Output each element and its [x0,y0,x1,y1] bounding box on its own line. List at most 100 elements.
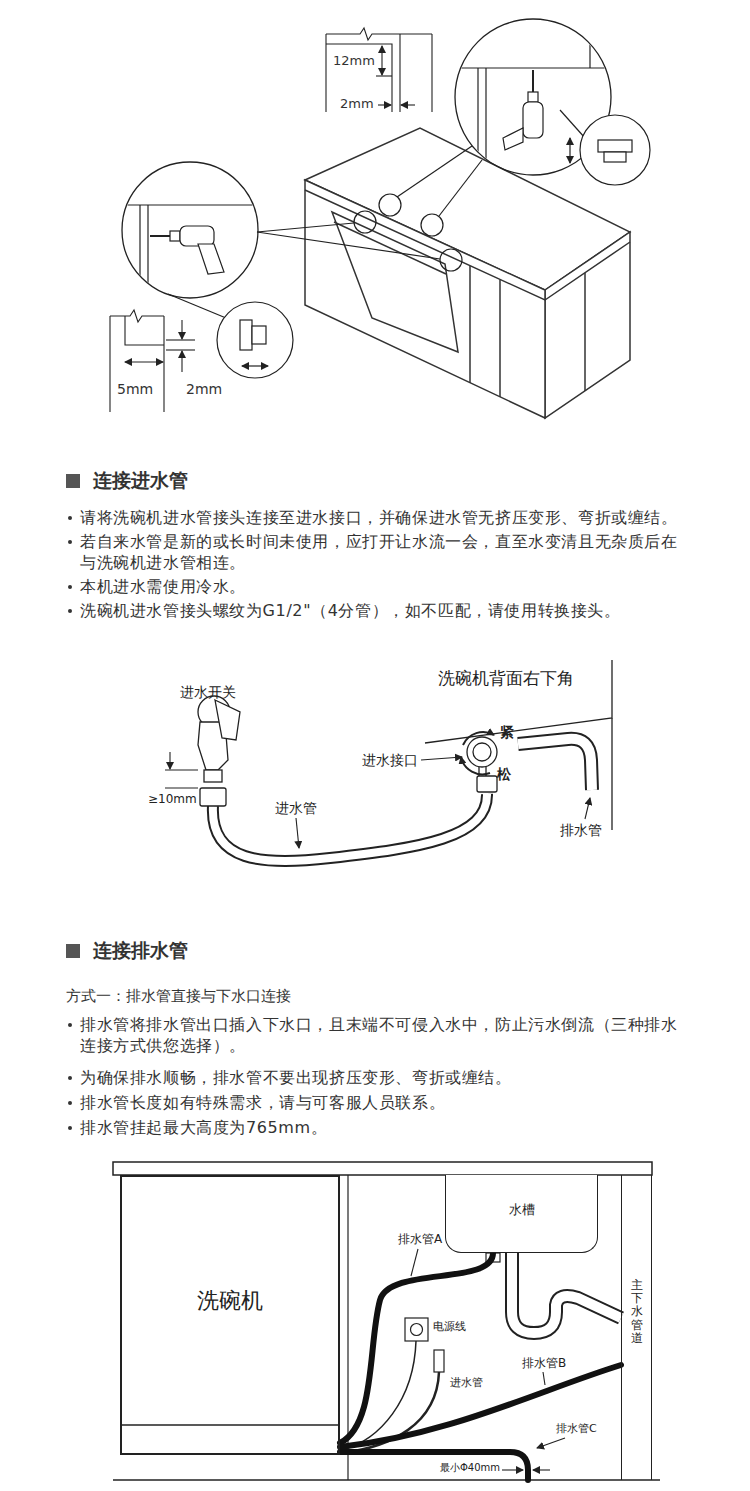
panel-edge [147,205,148,300]
drain-hose [340,1365,621,1447]
view-label: 洗碗机背面右下角 [438,668,574,689]
bullet-dot [68,1076,72,1080]
water-tap [198,696,240,806]
method-heading: 方式一：排水管直接与下水口连接 [66,987,291,1006]
leader-arrow [585,798,590,819]
control-strip [334,222,446,274]
leader-line [257,223,354,232]
dimension-arrow [169,752,170,769]
panel-edge [125,316,164,345]
cabinet-door-line [499,280,501,397]
bullet-text: 请将洗碗机进水管接头连接至进水接口，并确保进水管无挤压变形、弯折或缠结。 [80,507,692,528]
socket-hole [411,1324,423,1336]
panel-edge [326,44,392,112]
callout-circle [379,194,401,216]
bullet-text: 排水管挂起最大高度为765mm。 [80,1117,692,1138]
leader-line [560,110,585,138]
mount-clip [240,320,252,350]
part-label: 排水管C [556,1422,597,1436]
machine-edge [425,660,612,743]
heading-marker [66,474,80,488]
direction-arrow [569,138,570,163]
callout-circle [421,214,443,236]
drill-body [523,102,543,138]
drain-hose-c [340,1452,528,1480]
part-label: 电源线 [433,1320,466,1334]
machine-edge [611,718,612,830]
loosen-arrow [461,757,490,774]
floor-line [113,1479,660,1481]
dimension-inset-left [110,310,195,412]
panel-edge [399,34,400,112]
drain-hose [518,739,592,790]
inlet-port [467,737,497,767]
callouts [168,110,585,318]
drill-body [180,226,214,246]
countertop [113,1162,652,1175]
bullet-dot [68,1126,72,1130]
inlet-port-inner [473,743,491,761]
bullet-text: 若自来水管是新的或长时间未使用，应打开让水流一会，直至水变清且无杂质后在 与洗碗… [80,531,692,573]
dimension-label: 12mm [333,53,375,69]
detail-circle [580,115,650,185]
tighten-arrow [463,732,494,745]
leader-arrow [537,1438,565,1448]
valve-handle [215,700,240,740]
detail-circle [217,302,293,378]
dimension-tick [165,769,198,770]
panel-edge [109,316,110,412]
leader-arrow [296,818,299,848]
detail-circle [122,162,258,298]
part-label: 进水开关 [180,684,236,702]
drill-detail-left [120,205,260,300]
dimension-arrow [125,361,163,362]
dimension-label: 2mm [186,381,222,399]
inlet-valve [434,1350,444,1372]
leader-line [543,1372,545,1385]
drill-handle [503,128,523,150]
dimension-arrow [181,320,182,339]
tap-outlet [204,770,222,782]
drill-handle [198,244,224,274]
dimension-inset-top [326,28,432,112]
bullet-dot [68,540,72,544]
dimension-arrow [181,351,182,372]
callout-circle [354,211,376,233]
dishwasher-door [332,212,458,352]
part-label: 进水管 [450,1376,483,1390]
bullet-text: 为确保排水顺畅，排水管不要出现挤压变形、弯折或缠结。 [80,1067,692,1088]
dimension-label: 5mm [117,381,153,399]
clip-detail-bottom [217,302,293,378]
inlet-hose [213,794,487,861]
heading-marker [66,944,80,958]
drill-chuck [528,92,538,102]
socket-plate [405,1318,428,1341]
clip-detail-right [570,115,650,185]
leader-line [257,232,440,259]
direction-label: 紧 [500,724,514,742]
node-text: 洗碗机 [122,1287,338,1315]
cabinet-door-line [584,273,586,391]
hose-nut [477,776,497,792]
dishwasher-box: 洗碗机 [120,1175,340,1455]
dishwasher-back [425,660,612,830]
leader-line [439,160,482,216]
panel-edge [139,205,140,300]
dimension-tick [166,349,195,350]
panel-edge [120,204,260,205]
panel-edge [163,316,164,412]
part-label: 进水接口 [362,752,418,770]
bullet-text: 排水管将排水管出口插入下水口，且末端不可侵入水中，防止污水倒流（三种排水 连接方… [80,1014,692,1056]
panel-edge [477,68,478,176]
bullet-text: 排水管长度如有特殊需求，请与可客服人员联系。 [80,1092,692,1113]
part-label: 进水管 [275,800,317,818]
hose-label: 排水管A [396,1232,444,1247]
leader-line [411,1249,418,1276]
dimension-tick [165,787,198,788]
bullet-text: 洗碗机进水管接头螺纹为G1/2"（4分管），如不匹配，请使用转换接头。 [80,600,692,621]
kitchen-cabinet [305,128,630,418]
bullet-text: 本机进水需使用冷水。 [80,576,692,597]
vertical-text: 主下水管道 [631,1279,643,1345]
hose-nut [200,788,226,806]
